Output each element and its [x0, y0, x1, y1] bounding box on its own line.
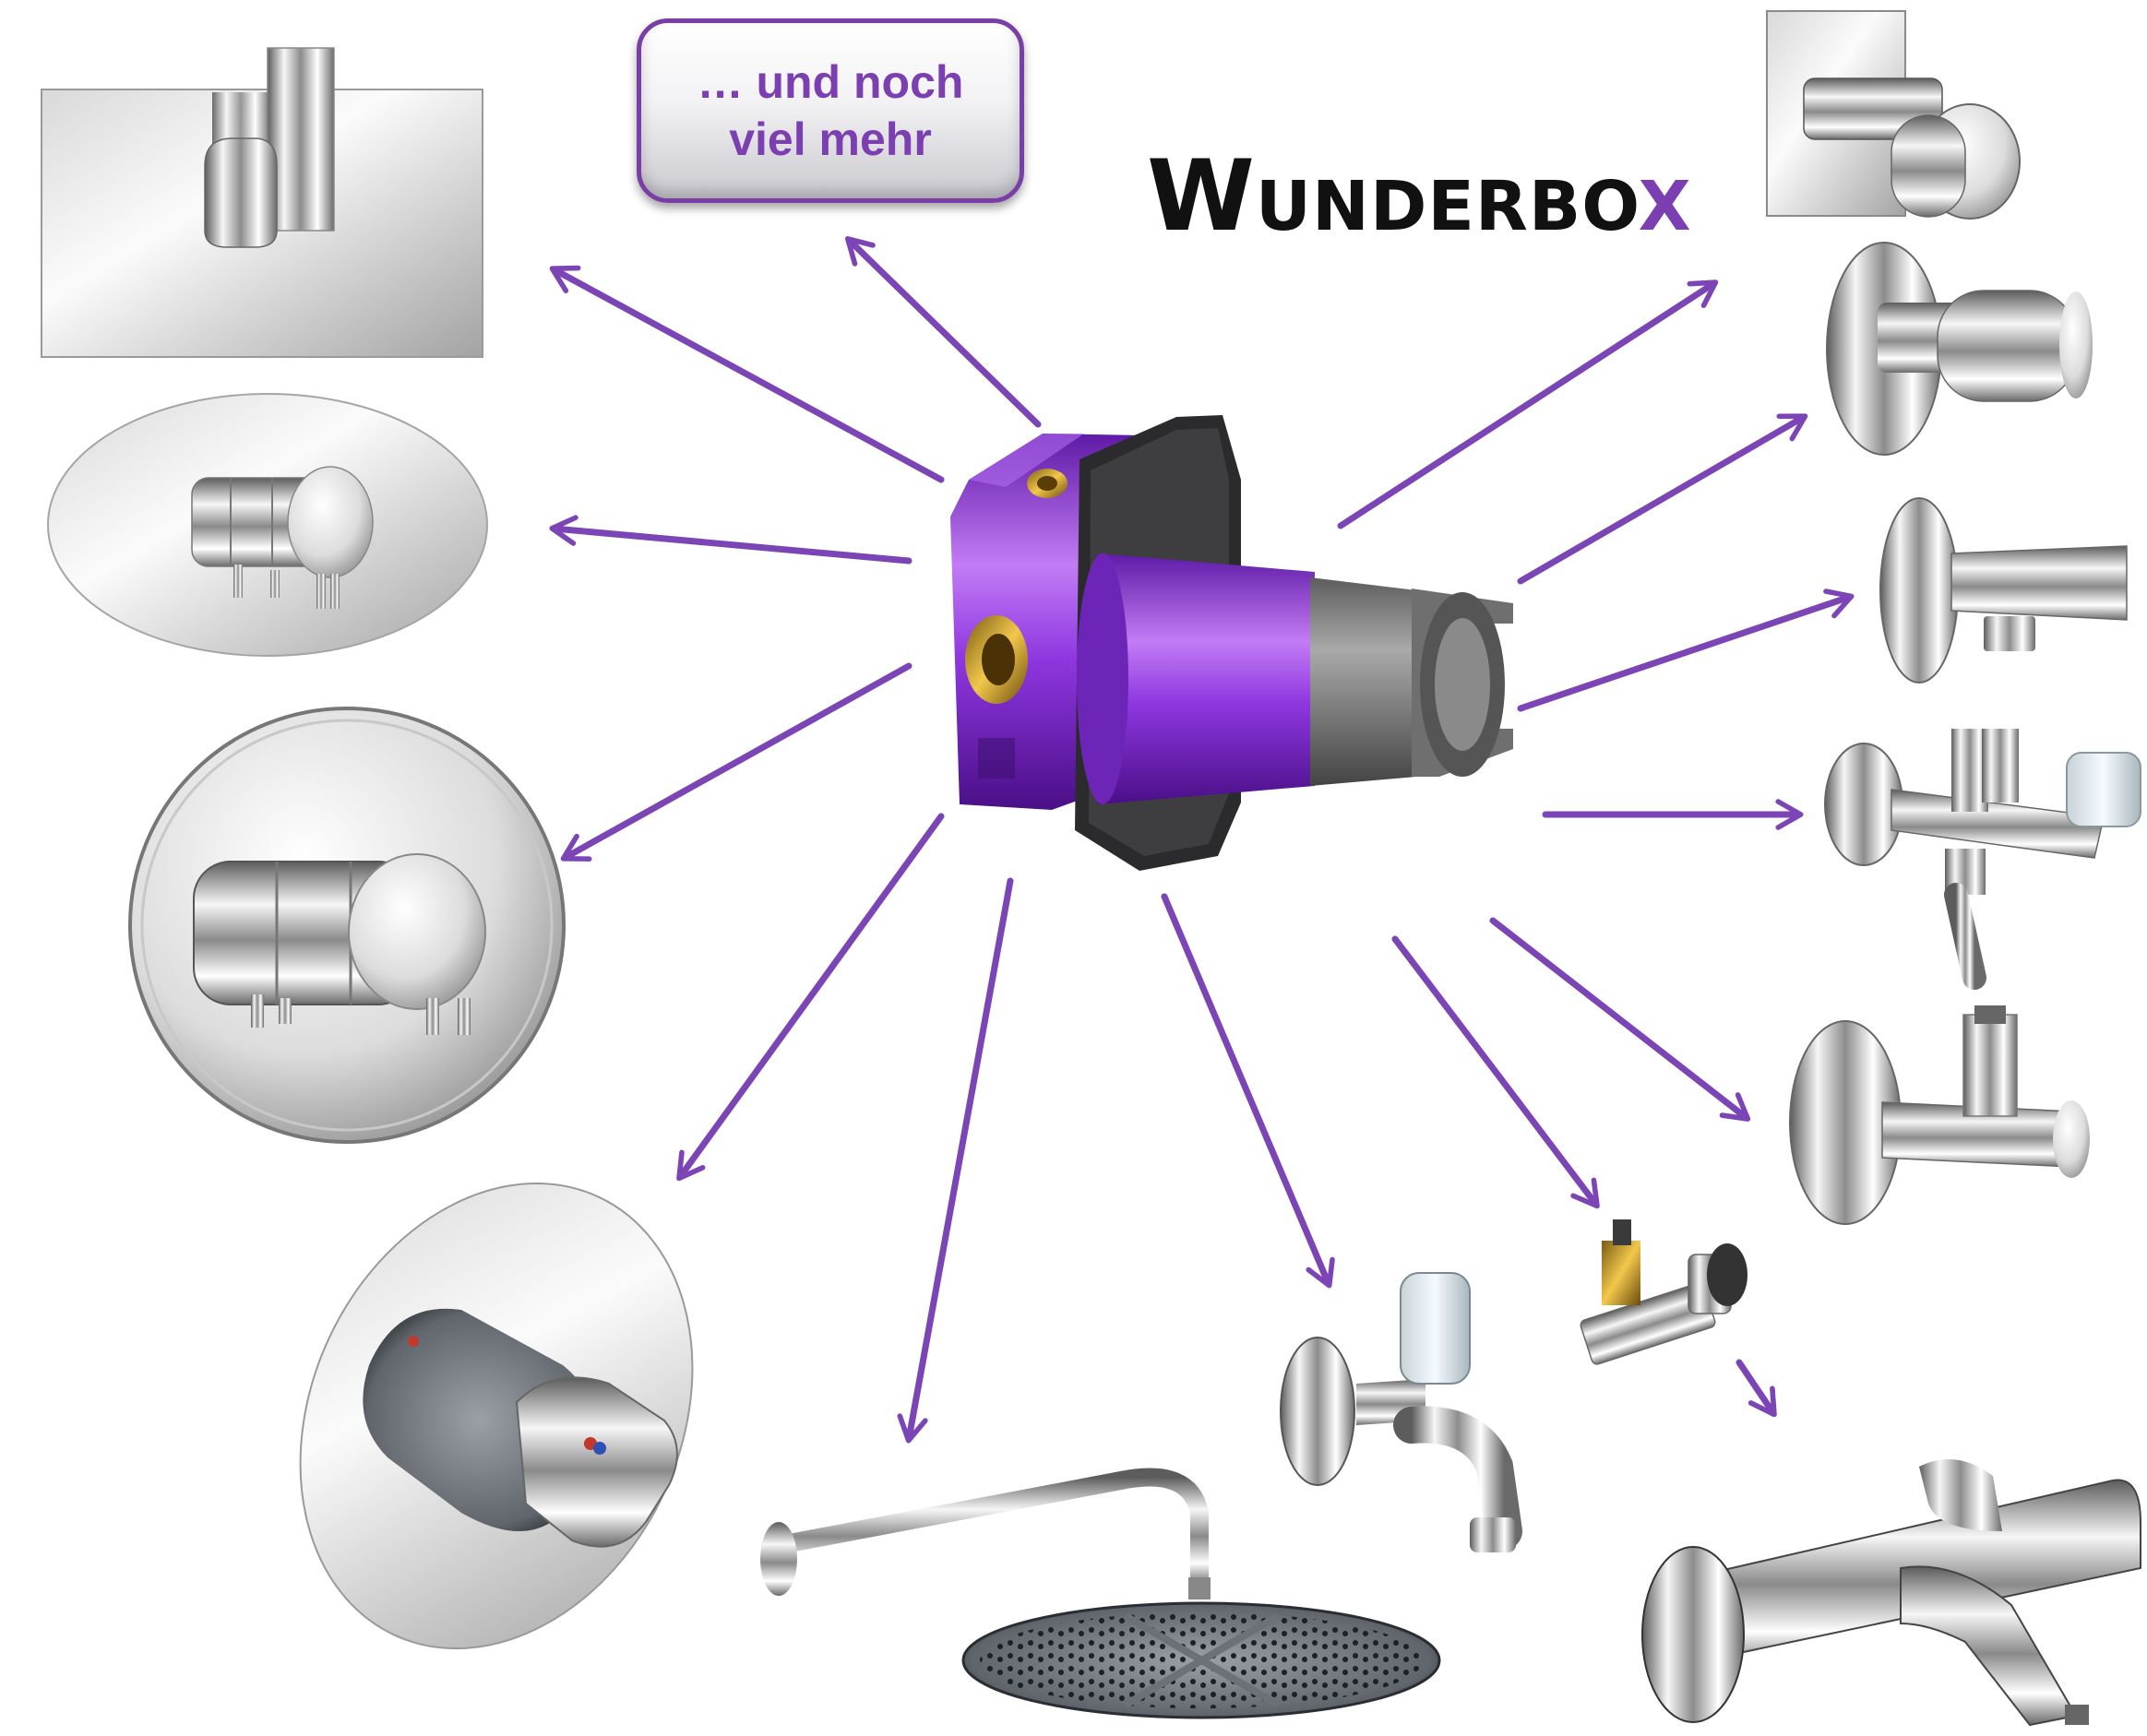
- thermostat-lever-icon: [299, 1182, 694, 1650]
- wall-elbow-icon: [1879, 497, 2128, 684]
- bath-thermostat-icon: [1641, 1459, 2141, 1727]
- square-stop-valve-icon: [1766, 10, 2021, 220]
- arrow-to-rectangular-mixer: [549, 265, 945, 483]
- arrow-to-badge: [844, 235, 1042, 428]
- connector-valve-icon: [1580, 1219, 1747, 1365]
- arrow-to-lever-thermostat: [676, 813, 945, 1182]
- angle-valve-icon: [1789, 1005, 2090, 1225]
- oval-thermostat-icon: [47, 393, 488, 657]
- arrow-to-angle-valve: [1489, 917, 1751, 1122]
- rectangular-mixer-icon: [41, 47, 483, 358]
- arrow-to-oval-thermostat: [549, 515, 912, 565]
- round-thermostat-icon: [128, 707, 566, 1144]
- arrow-to-rain-shower: [897, 877, 1014, 1444]
- arrow-to-round-thermostat: [560, 662, 912, 862]
- arrow-to-wall-tap: [1161, 893, 1335, 1289]
- arrow-connector-to-bath: [1735, 1359, 1777, 1418]
- arrow-to-square-stop-valve: [1337, 279, 1719, 529]
- arrows: [549, 235, 1855, 1444]
- wall-tap-icon: [1280, 1272, 1522, 1552]
- arrow-to-round-stop-valve: [1517, 413, 1808, 585]
- mounting-box-icon: [950, 415, 1513, 871]
- arrow-to-connector-valve: [1391, 935, 1600, 1209]
- double-angle-valve-icon: [1824, 729, 2141, 990]
- rain-shower-icon: [760, 1468, 1441, 1719]
- arrow-to-wall-elbow: [1517, 589, 1855, 712]
- round-stop-valve-icon: [1826, 242, 2093, 456]
